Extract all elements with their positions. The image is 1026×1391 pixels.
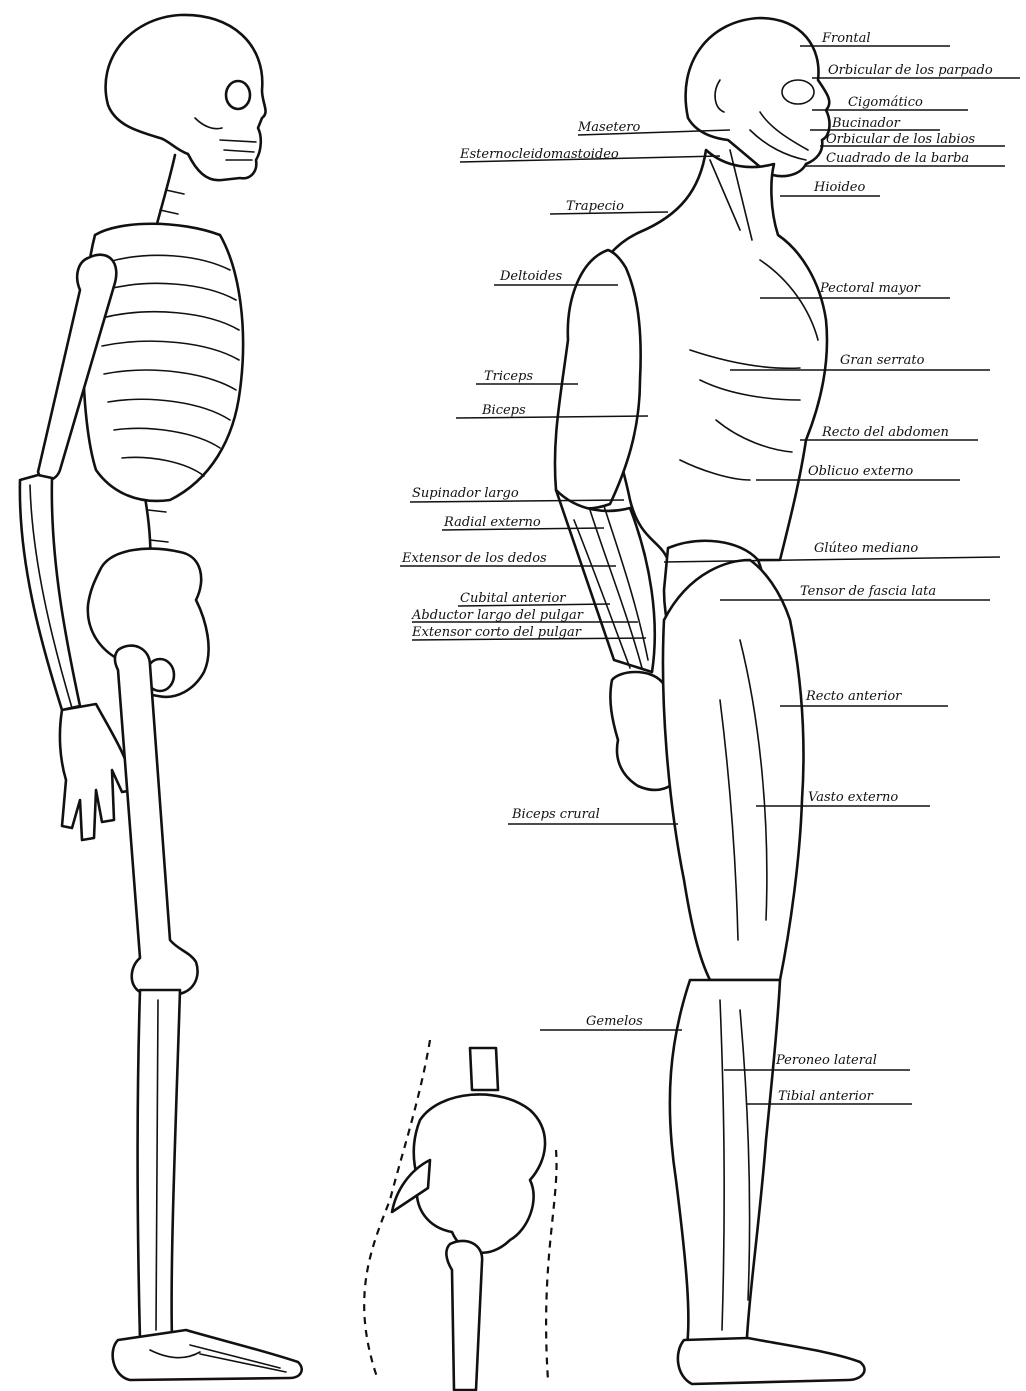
lower-leg — [670, 980, 780, 1356]
label-biceps: Biceps — [481, 403, 526, 418]
label-recto-abdomen: Recto del abdomen — [821, 425, 949, 440]
foot — [678, 1338, 865, 1384]
label-tibial-anterior: Tibial anterior — [778, 1089, 874, 1104]
label-extensor-corto-pulgar: Extensor corto del pulgar — [411, 625, 582, 640]
label-abductor-largo-pulgar: Abductor largo del pulgar — [411, 608, 584, 623]
label-peroneo-lateral: Peroneo lateral — [775, 1053, 877, 1068]
label-deltoides: Deltoides — [499, 269, 562, 284]
label-gluteo-mediano: Glúteo mediano — [814, 541, 918, 556]
label-radial-externo: Radial externo — [443, 515, 541, 530]
label-trapecio: Trapecio — [566, 199, 624, 214]
label-biceps-crural: Biceps crural — [511, 807, 600, 822]
pelvis-detail — [364, 1040, 556, 1390]
label-hioideo: Hioideo — [813, 180, 865, 195]
label-gemelos: Gemelos — [586, 1014, 643, 1029]
label-supinador-largo: Supinador largo — [412, 486, 519, 501]
label-cuadrado-barba: Cuadrado de la barba — [826, 151, 969, 166]
label-extensor-dedos: Extensor de los dedos — [401, 551, 547, 566]
label-cubital-anterior: Cubital anterior — [460, 591, 566, 606]
label-cigomatico: Cigomático — [848, 95, 923, 110]
label-esternocleidomastoideo: Esternocleidomastoideo — [459, 147, 619, 162]
label-triceps: Triceps — [484, 369, 533, 384]
label-recto-anterior: Recto anterior — [805, 689, 902, 704]
label-vasto-externo: Vasto externo — [808, 790, 898, 805]
label-pectoral-mayor: Pectoral mayor — [819, 281, 921, 296]
thigh — [663, 560, 804, 980]
label-orbicular-labios: Orbicular de los labios — [826, 132, 975, 147]
skeleton-side-view — [20, 15, 302, 1380]
body-outline-right — [546, 1150, 556, 1380]
label-gran-serrato: Gran serrato — [840, 353, 925, 368]
ilium-detail — [414, 1094, 545, 1252]
label-masetero: Masetero — [577, 120, 641, 135]
label-bucinador: Bucinador — [831, 116, 901, 131]
vertebra-detail — [470, 1048, 498, 1090]
tibia — [138, 990, 180, 1340]
skull — [106, 15, 266, 180]
forearm-bones — [20, 475, 80, 710]
label-oblicuo-externo: Oblicuo externo — [808, 464, 913, 479]
label-tensor-fascia-lata: Tensor de fascia lata — [800, 584, 936, 599]
label-frontal: Frontal — [821, 31, 871, 46]
label-orbicular-parpado: Orbicular de los parpado — [828, 63, 993, 78]
femur — [115, 646, 198, 995]
femur-detail — [446, 1241, 482, 1390]
